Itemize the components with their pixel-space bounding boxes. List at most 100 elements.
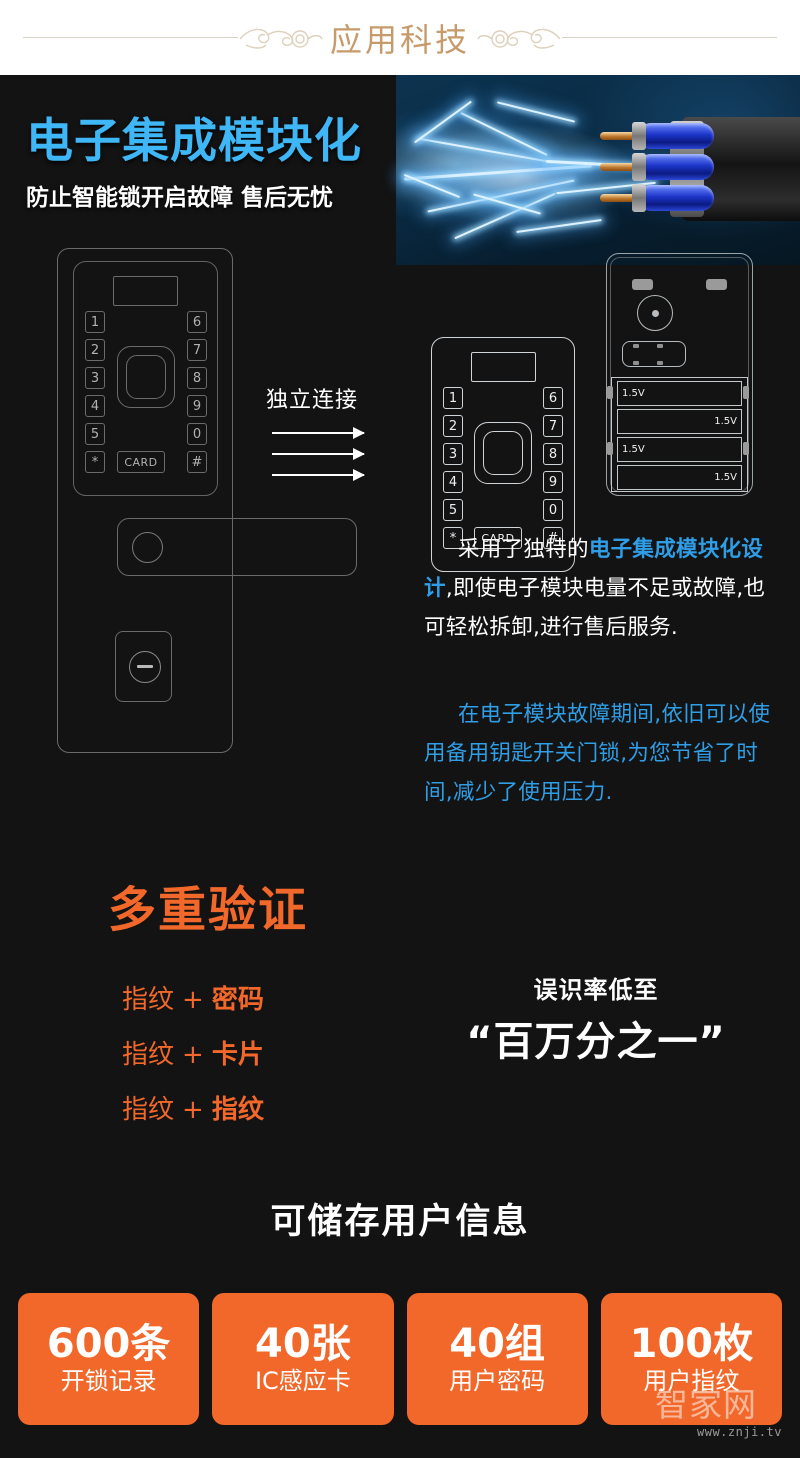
keypad-key[interactable]: #	[187, 451, 207, 473]
site-watermark: 智家网 www.znji.tv	[655, 1388, 795, 1458]
keypad-key[interactable]: 4	[443, 471, 463, 493]
battery-contact	[607, 442, 613, 455]
keypad-module-integrated: 1 2 3 4 5 * 6 7 8 9 0 # CARD	[73, 261, 218, 496]
module-lens-icon	[637, 295, 673, 331]
hero-headline: 电子集成模块化	[26, 114, 362, 169]
lock-handle-plate	[117, 518, 357, 576]
keypad-key[interactable]: 6	[543, 387, 563, 409]
page-title: 应用科技	[329, 20, 470, 59]
keypad-shell	[431, 337, 575, 572]
keypad-key[interactable]: 2	[85, 339, 105, 361]
storage-card-value: 600条	[46, 1320, 171, 1367]
connect-arrow-3	[272, 469, 365, 481]
false-rate-label: 误识率低至	[533, 976, 659, 1004]
keypad-key[interactable]: 7	[543, 415, 563, 437]
keypad-key[interactable]: 8	[187, 367, 207, 389]
desc-p1-post: ,即使电子模块电量不足或故障,也可轻松拆卸,进行售后服务.	[424, 576, 766, 640]
cable-wire-2	[600, 153, 714, 181]
storage-card: 600条 开锁记录	[18, 1293, 200, 1425]
storage-card-value: 40组	[449, 1320, 545, 1367]
header-rule-right	[562, 37, 777, 38]
auth-second-factor: 卡片	[211, 1040, 264, 1070]
keypad-key[interactable]: 1	[443, 387, 463, 409]
cable-wire-1	[600, 122, 714, 150]
keypad-key[interactable]: 6	[187, 311, 207, 333]
connect-arrow-1	[272, 427, 365, 439]
module-connector	[622, 341, 686, 367]
lock-handle-knob	[132, 532, 163, 563]
keypad-key[interactable]: 3	[443, 443, 463, 465]
module-tab-left	[632, 279, 653, 290]
false-rate-value: “百万分之一”	[466, 1019, 726, 1065]
keyhole-slot-icon	[137, 665, 153, 668]
keypad-key[interactable]: 0	[187, 423, 207, 445]
false-rate-block: 误识率低至 “百万分之一”	[404, 970, 788, 1067]
auth-second-factor: 指纹	[211, 1095, 264, 1125]
auth-first-factor: 指纹	[122, 1095, 175, 1125]
dark-content-section: 电子集成模块化 防止智能锁开启故障 售后无忧 1 2 3 4 5 * 6 7 8…	[0, 75, 800, 1458]
battery-module-shell	[606, 253, 753, 496]
keyhole-circle-icon	[129, 651, 161, 683]
keypad-display	[471, 352, 536, 382]
storage-card-value: 100枚	[629, 1320, 754, 1367]
keypad-card-key[interactable]: CARD	[117, 451, 165, 473]
module-tab-right	[706, 279, 727, 290]
auth-combo-row: 指纹+指纹	[122, 1083, 264, 1138]
fingerprint-outer-ring	[474, 422, 532, 484]
battery-compartment: 1.5V 1.5V 1.5V 1.5V	[607, 377, 749, 492]
keypad-key[interactable]: 3	[85, 367, 105, 389]
keypad-key[interactable]: 5	[85, 423, 105, 445]
keypad-key[interactable]: 8	[543, 443, 563, 465]
desc-p1-highlight: 电子集成模块化设计	[424, 537, 764, 601]
auth-first-factor: 指纹	[122, 1040, 175, 1070]
keypad-card-key[interactable]: CARD	[474, 527, 522, 549]
storage-card-label: 用户密码	[449, 1366, 546, 1395]
battery-contact	[607, 386, 613, 399]
auth-plus-sign: +	[182, 1040, 204, 1070]
multi-auth-list: 指纹+密码 指纹+卡片 指纹+指纹	[122, 973, 264, 1138]
connect-arrow-2	[272, 448, 365, 460]
keypad-key[interactable]: 2	[443, 415, 463, 437]
keypad-module-detached: 1 2 3 4 5 * 6 7 8 9 0 # CARD	[431, 337, 575, 572]
fingerprint-outer-ring	[117, 346, 175, 408]
keypad-key[interactable]: 7	[187, 339, 207, 361]
keypad-key[interactable]: 5	[443, 499, 463, 521]
battery-cell: 1.5V	[617, 381, 742, 406]
flourish-ornament-right-icon	[476, 23, 562, 53]
hero-subhead: 防止智能锁开启故障 售后无忧	[26, 185, 334, 211]
keypad-key[interactable]: 0	[543, 499, 563, 521]
keypad-key[interactable]: 9	[543, 471, 563, 493]
cable-wire-3	[600, 184, 714, 212]
storage-card-value: 40张	[255, 1320, 351, 1367]
independent-connect-label: 独立连接	[266, 388, 359, 413]
description-paragraph-1: 采用了独特的电子集成模块化设计,即使电子模块电量不足或故障,也可轻松拆卸,进行售…	[424, 530, 772, 647]
auth-plus-sign: +	[182, 985, 204, 1015]
module-lens-dot-icon	[652, 310, 659, 317]
auth-plus-sign: +	[182, 1095, 204, 1125]
battery-module: 1.5V 1.5V 1.5V 1.5V	[606, 253, 753, 496]
desc-p1-pre: 采用了独特的	[458, 537, 589, 562]
storage-card: 100枚 用户指纹	[600, 1293, 782, 1425]
fingerprint-sensor-icon	[126, 355, 166, 399]
fingerprint-sensor-icon	[483, 431, 523, 475]
battery-contact	[743, 442, 749, 455]
keypad-key[interactable]: #	[543, 527, 563, 549]
storage-card: 40组 用户密码	[406, 1293, 588, 1425]
page-header: 应用科技	[0, 0, 800, 75]
keypad-key[interactable]: *	[85, 451, 105, 473]
keypad-key[interactable]: 9	[187, 395, 207, 417]
electric-cable-photo	[396, 75, 800, 265]
keypad-key[interactable]: 1	[85, 311, 105, 333]
battery-cell: 1.5V	[617, 409, 742, 434]
keypad-key[interactable]: *	[443, 527, 463, 549]
auth-combo-row: 指纹+卡片	[122, 1028, 264, 1083]
storage-card-list: 600条 开锁记录 40张 IC感应卡 40组 用户密码 100枚 用户指纹	[18, 1293, 782, 1425]
keypad-key[interactable]: 4	[85, 395, 105, 417]
battery-cell: 1.5V	[617, 465, 742, 490]
storage-section-title: 可储存用户信息	[270, 1202, 530, 1242]
lock-body-outline	[57, 248, 233, 753]
watermark-name: 智家网	[655, 1385, 757, 1424]
battery-contact	[743, 386, 749, 399]
auth-second-factor: 密码	[211, 985, 264, 1015]
auth-combo-row: 指纹+密码	[122, 973, 264, 1028]
